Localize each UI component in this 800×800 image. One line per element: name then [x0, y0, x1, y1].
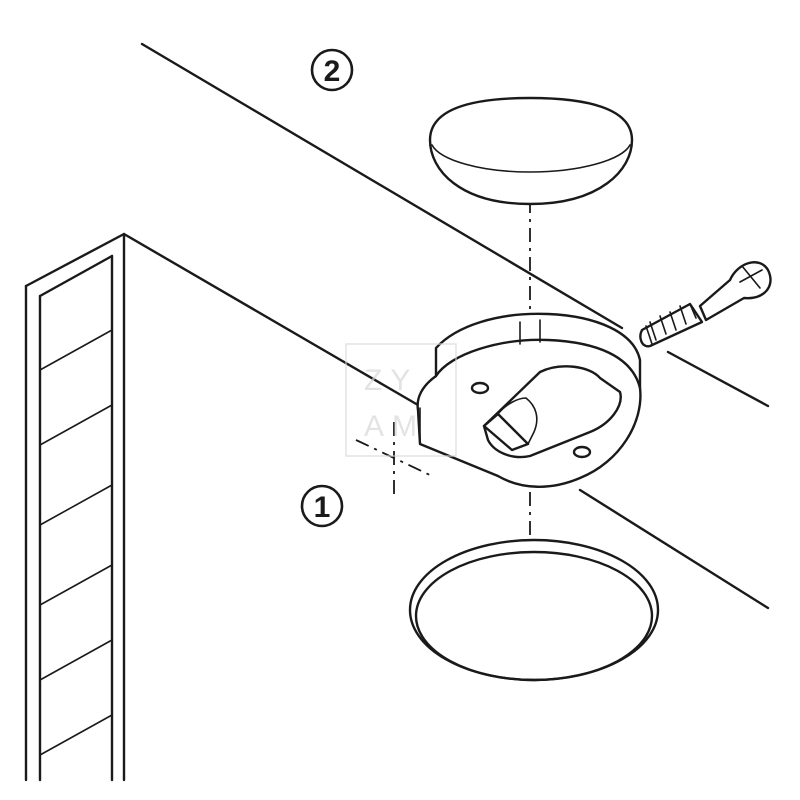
step-label-2: 2	[324, 55, 341, 88]
cabinet-side-panel	[24, 232, 126, 782]
watermark: ZY AM	[345, 343, 457, 457]
cover-cap-icon	[428, 96, 634, 206]
step-badge-2: 2	[310, 48, 354, 92]
screw-icon	[639, 261, 772, 348]
panel-bottom-edges	[122, 232, 770, 610]
mounting-plate-icon	[416, 312, 642, 488]
panel-top-edges	[140, 42, 770, 408]
drill-position-mark	[355, 422, 433, 496]
step-badge-1: 1	[300, 484, 344, 528]
watermark-line1: ZY	[364, 364, 418, 397]
step-label-1: 1	[314, 491, 331, 524]
bottom-disc-icon	[408, 538, 660, 682]
watermark-line2: AM	[364, 410, 425, 443]
